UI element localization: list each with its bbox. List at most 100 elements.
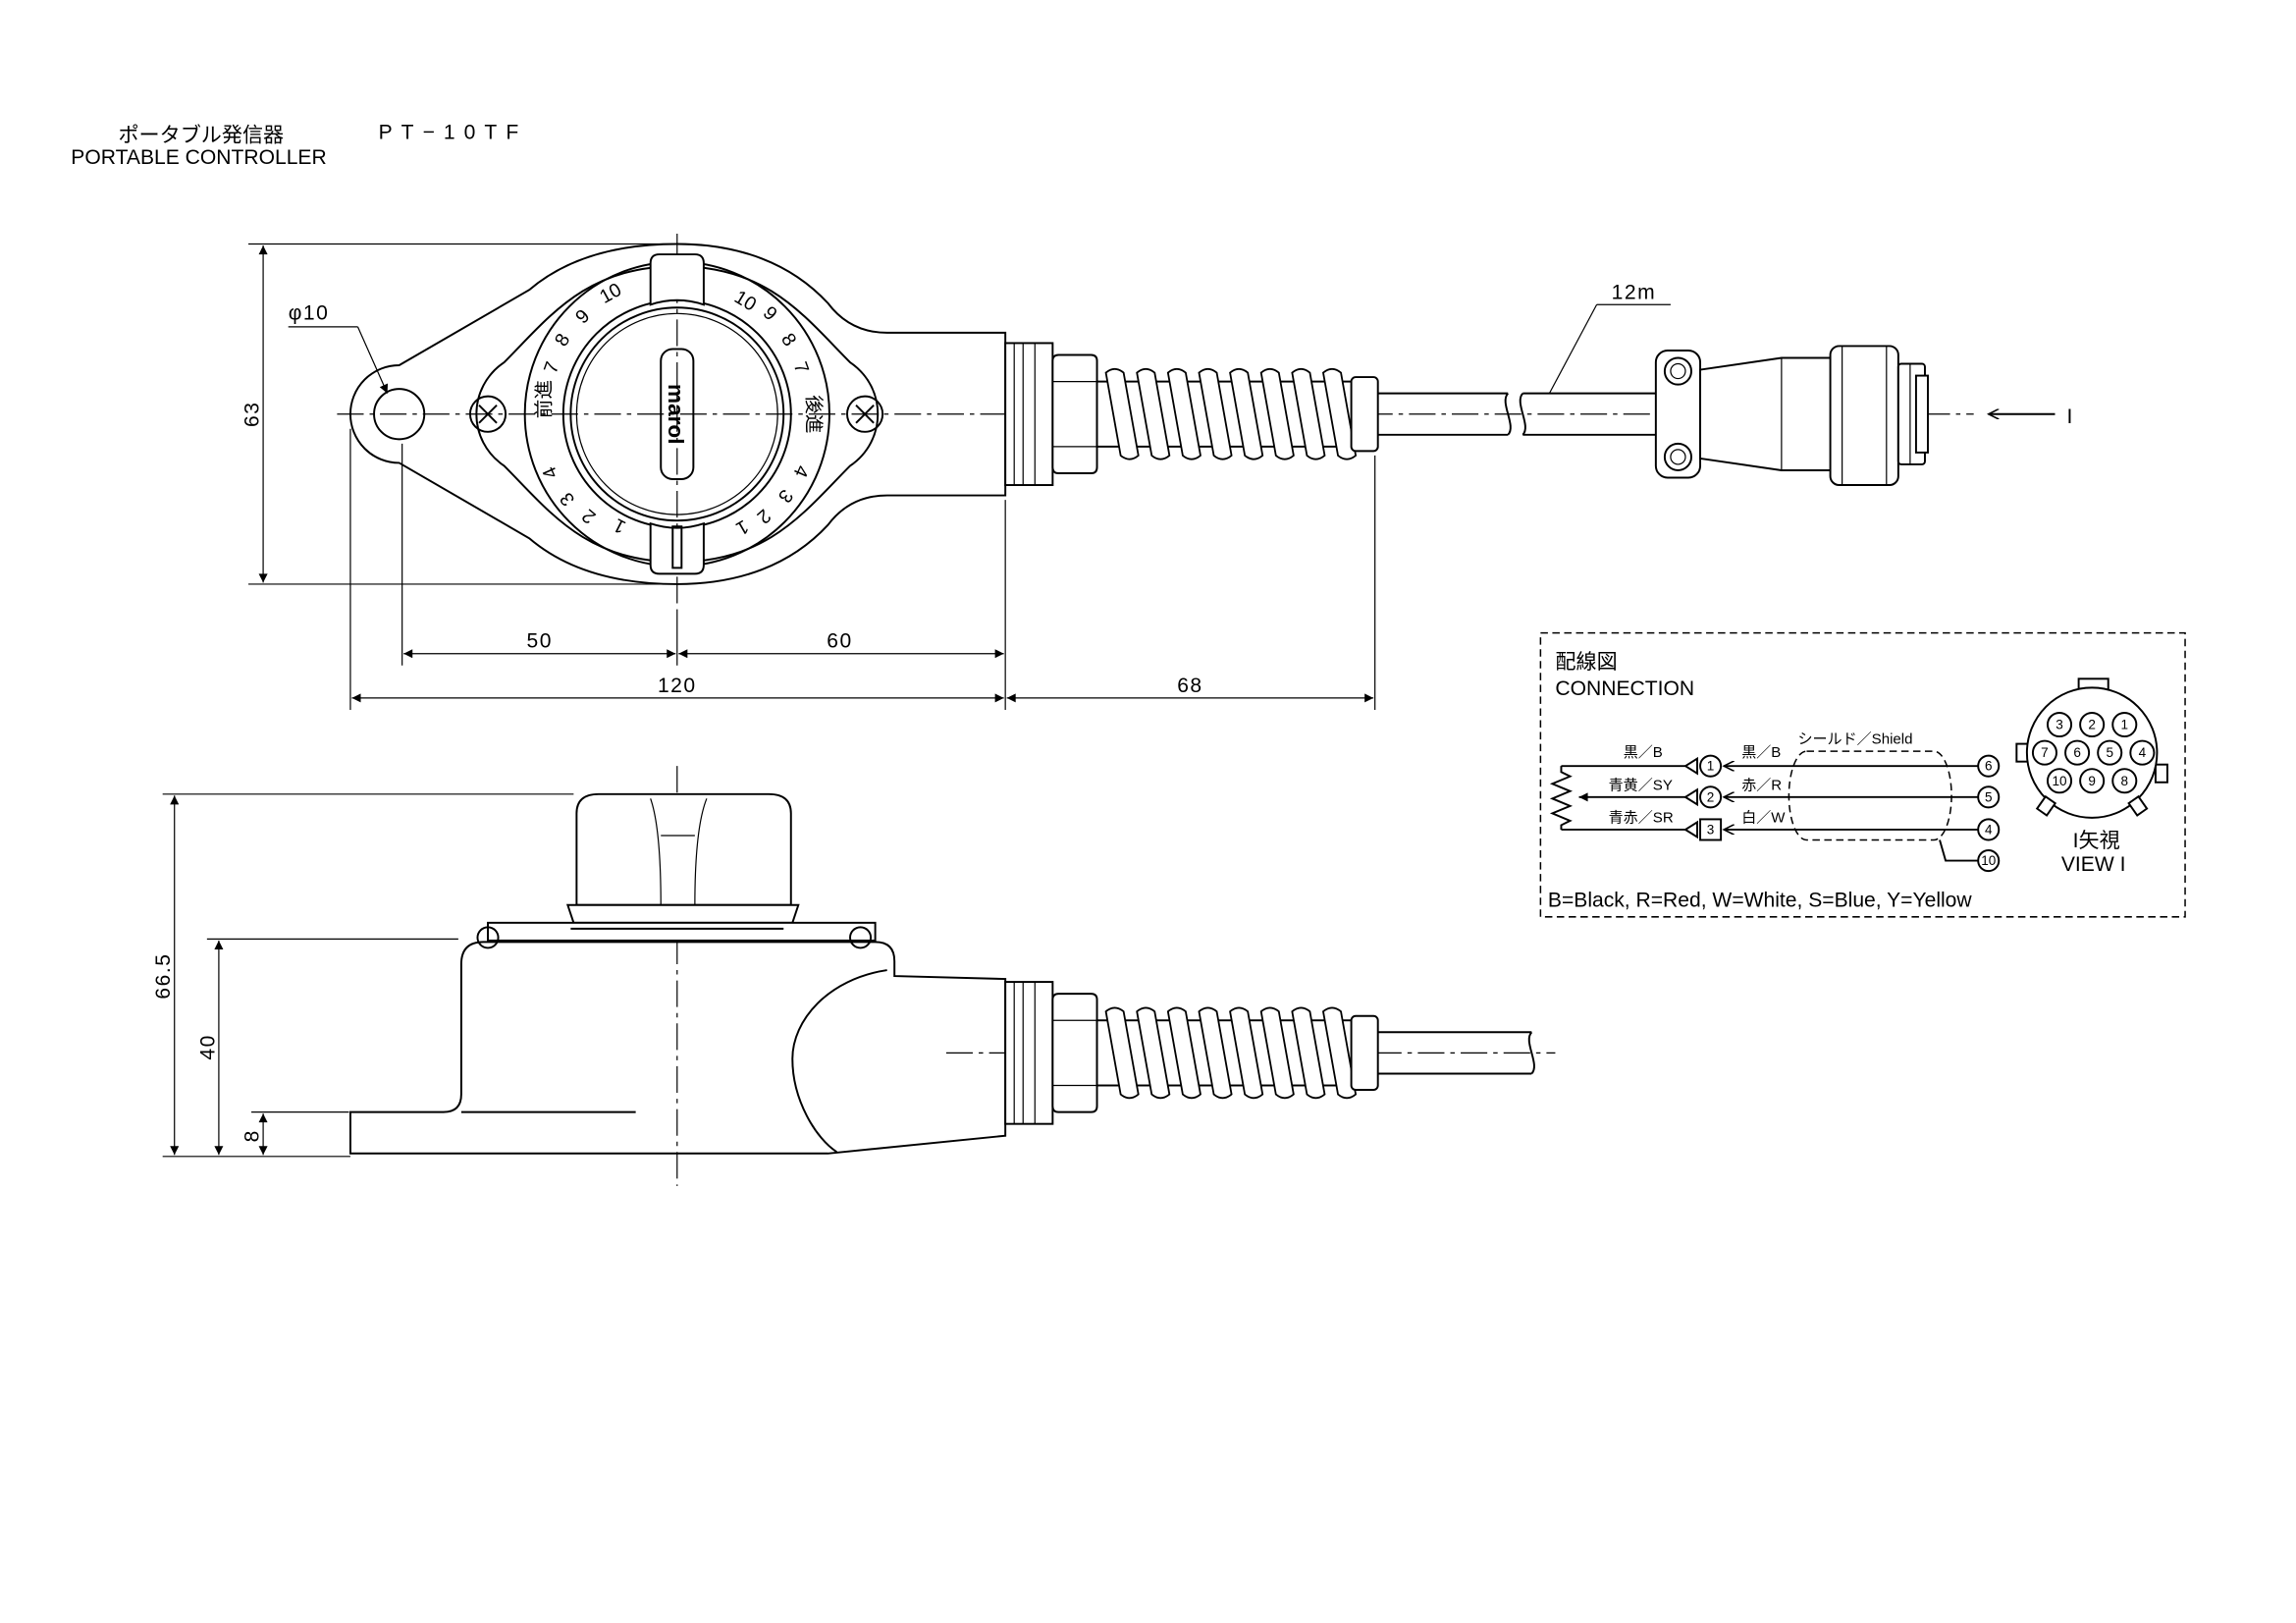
title-english: PORTABLE CONTROLLER <box>71 146 326 169</box>
dial-number: 1 <box>611 514 630 538</box>
pin-number: 6 <box>1985 759 1993 774</box>
connection-frame <box>1539 631 2186 918</box>
dial-number: 2 <box>578 505 600 528</box>
dimension-height: 63 <box>241 243 673 585</box>
dial-number: 4 <box>539 463 563 482</box>
dial-number: 10 <box>730 287 760 316</box>
top-view: marol 前進 後進 1 2 3 4 7 8 9 10 10 9 8 7 4 … <box>241 233 2074 710</box>
view-arrow-label: I <box>2067 406 2074 428</box>
knob-side <box>476 792 877 949</box>
spring-coil <box>1198 1006 1233 1100</box>
spring-coil <box>1321 1006 1358 1100</box>
strain-relief-spring-side <box>1104 1006 1358 1100</box>
title-japanese: ポータブル発信器 <box>118 124 284 147</box>
dimension-120: 120 <box>658 675 697 697</box>
connector-pin-number: 1 <box>2121 718 2129 732</box>
plug-pins: 6 5 4 10 <box>1977 754 2001 873</box>
potentiometer-symbol <box>1549 765 1685 831</box>
dial-number: 4 <box>788 461 813 480</box>
spring-coil <box>1259 367 1295 460</box>
connector-tab-bottom-right <box>2127 794 2149 817</box>
connection-title-jp: 配線図 <box>1555 650 1617 674</box>
cable-wire-label: 黒／B <box>1741 744 1781 761</box>
pin-number: 2 <box>1707 789 1715 804</box>
dimensions-horizontal: 50 60 120 68 <box>349 428 1376 710</box>
cable-length-callout: 12m <box>1548 281 1671 394</box>
cable-gland-top <box>1004 342 1098 487</box>
connector-pin-number: 4 <box>2139 745 2147 760</box>
pot-connector-pins: 1 2 3 <box>1683 754 1723 841</box>
cable-connector <box>1654 345 1929 487</box>
spring-coil <box>1136 367 1171 460</box>
spring-coil <box>1259 1006 1295 1100</box>
connector-pin-number: 2 <box>2088 718 2096 732</box>
connector-tab-bottom-left <box>2035 794 2057 817</box>
spring-coil <box>1104 1006 1140 1100</box>
cable-gland-side <box>1004 981 1098 1125</box>
connector-pin-number: 6 <box>2073 745 2081 760</box>
cable-shield <box>1788 750 1952 841</box>
dial-number: 3 <box>556 488 579 510</box>
dimension-8: 8 <box>241 1129 264 1142</box>
knob-edge <box>575 312 778 515</box>
housing-curve <box>791 969 887 1154</box>
dimension-60: 60 <box>827 630 852 653</box>
connector-tab-right <box>2154 763 2168 784</box>
connector-pin-number: 8 <box>2121 774 2129 788</box>
pin-number: 4 <box>1985 822 1993 837</box>
spring-coil <box>1166 367 1201 460</box>
dial-number: 8 <box>776 330 800 351</box>
spring-coil <box>1136 1006 1171 1100</box>
view-label-en: VIEW I <box>2061 853 2126 876</box>
cable-side <box>1377 1031 1535 1075</box>
dial-number: 7 <box>540 359 563 377</box>
color-legend: B=Black, R=Red, W=White, S=Blue, Y=Yello… <box>1548 889 1973 911</box>
cable-wire-label: 白／W <box>1741 809 1786 826</box>
connection-title-en: CONNECTION <box>1555 677 1694 700</box>
housing-side-outline <box>348 941 1007 1155</box>
connector-pin-number: 3 <box>2056 718 2063 732</box>
connector-pin-number: 9 <box>2088 774 2096 788</box>
spring-coil <box>1104 367 1140 460</box>
spring-coil <box>1291 1006 1326 1100</box>
connector-pin-number: 5 <box>2106 745 2113 760</box>
spring-coil <box>1229 367 1264 460</box>
dimension-height-value: 63 <box>241 401 264 426</box>
pot-wire-label: 青黄／SY <box>1609 777 1673 793</box>
knob-pointer <box>671 525 683 569</box>
housing-outline <box>349 243 1007 585</box>
dial-number: 8 <box>551 330 575 351</box>
dimension-50: 50 <box>526 630 552 653</box>
cable-top <box>1377 392 1659 436</box>
hole-diameter-label: φ10 <box>289 301 330 324</box>
pin-number: 10 <box>1981 853 1996 868</box>
knob-tab-bottom <box>649 521 705 575</box>
dimension-base-height: 8 <box>241 1111 349 1156</box>
connection-diagram: 配線図 CONNECTION 黒／B 青黄／SY 青赤／SR 1 2 3 <box>1539 631 2186 918</box>
dial-number: 3 <box>774 485 797 507</box>
dial-number: 7 <box>789 359 813 377</box>
dimension-body-height: 40 <box>196 938 458 1156</box>
connector-shell <box>2025 686 2159 819</box>
dial-number: 2 <box>753 505 775 528</box>
dial-number: 9 <box>571 305 594 328</box>
pin-number: 5 <box>1985 789 1993 804</box>
spring-coil <box>1291 367 1326 460</box>
title-block: ポータブル発信器 PT−10TF PORTABLE CONTROLLER <box>71 122 528 170</box>
screw-right <box>846 395 884 433</box>
dial-number: 1 <box>732 515 752 539</box>
connector-face-view: 3 2 1 7 6 5 4 10 9 8 <box>2015 677 2168 819</box>
connector-pin-number: 7 <box>2041 745 2049 760</box>
spring-coil <box>1321 367 1358 460</box>
dimension-68: 68 <box>1177 675 1202 697</box>
view-label-jp: I矢視 <box>2073 829 2120 852</box>
spring-coil <box>1166 1006 1201 1100</box>
dimension-total-height: 66.5 <box>152 793 574 1158</box>
cable-length-label: 12m <box>1612 281 1657 303</box>
pot-wire-label: 黒／B <box>1624 744 1663 761</box>
pin-number: 1 <box>1707 759 1715 774</box>
strain-relief-ferrule <box>1350 376 1379 453</box>
strain-relief-spring-top <box>1104 367 1358 460</box>
control-knob[interactable] <box>569 306 785 522</box>
model-number: PT−10TF <box>379 122 528 144</box>
